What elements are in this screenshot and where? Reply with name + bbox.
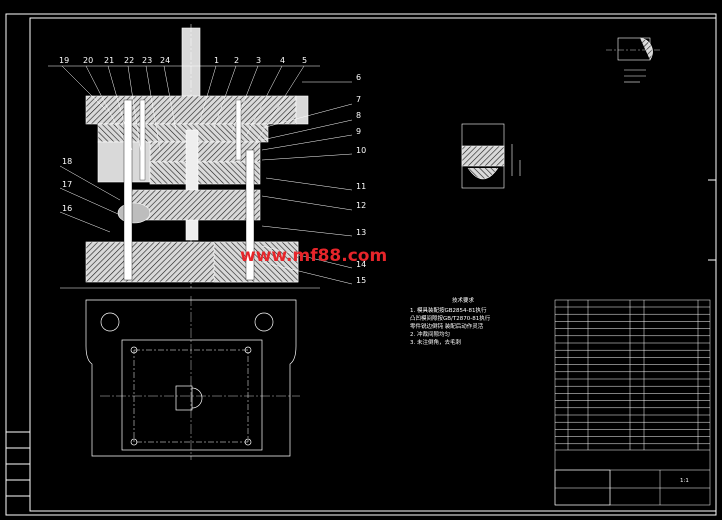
part-labels-top: 19 20 21 22 23 24 1 2 3 4 5: [59, 56, 307, 65]
part-number: 12: [356, 201, 366, 210]
part-number: 17: [62, 180, 72, 189]
part-detail-view: [461, 123, 521, 189]
part-labels-left: 18 17 16: [62, 157, 72, 213]
note-line: 1. 模具装配按GB2854-81执行: [410, 306, 487, 314]
part-number: 9: [356, 127, 361, 136]
workpiece-detail: [606, 37, 662, 83]
technical-notes: 技术要求 1. 模具装配按GB2854-81执行 凸凹模间隙按GB/T2870-…: [410, 296, 491, 346]
part-number: 16: [62, 204, 72, 213]
note-line: 3. 未注倒角，去毛刺: [410, 338, 461, 346]
part-number: 6: [356, 73, 361, 82]
part-number: 5: [302, 56, 307, 65]
part-number: 4: [280, 56, 285, 65]
part-number: 20: [83, 56, 93, 65]
part-number: 15: [356, 276, 366, 285]
part-number: 23: [142, 56, 152, 65]
watermark: www.mf88.com: [240, 246, 387, 266]
part-number: 1: [214, 56, 219, 65]
leader-lines: [48, 65, 353, 285]
part-number: 13: [356, 228, 366, 237]
scale-label: 1:1: [680, 478, 689, 484]
note-line: 2. 冲裁间隙均匀: [410, 330, 450, 338]
drawing-frame: [5, 13, 717, 516]
part-number: 21: [104, 56, 114, 65]
note-line: 零件锐边倒钝 装配后动作灵活: [410, 322, 484, 330]
parts-list-table: [554, 299, 711, 506]
part-number: 22: [124, 56, 134, 65]
note-line: 凸凹模间隙按GB/T2870-81执行: [410, 314, 491, 322]
part-number: 10: [356, 146, 366, 155]
section-view: [60, 24, 320, 290]
part-number: 7: [356, 95, 361, 104]
title-block-left: [554, 469, 611, 506]
part-number: 11: [356, 182, 366, 191]
plan-view: [85, 296, 300, 460]
part-number: 18: [62, 157, 72, 166]
notes-title: 技术要求: [452, 296, 475, 304]
part-number: 19: [59, 56, 69, 65]
part-labels-right: 6 7 8 9 10 11 12 13 14 15: [356, 73, 366, 285]
part-number: 8: [356, 111, 361, 120]
part-number: 14: [356, 260, 366, 269]
part-number: 3: [256, 56, 261, 65]
part-number: 2: [234, 56, 239, 65]
part-number: 24: [160, 56, 170, 65]
